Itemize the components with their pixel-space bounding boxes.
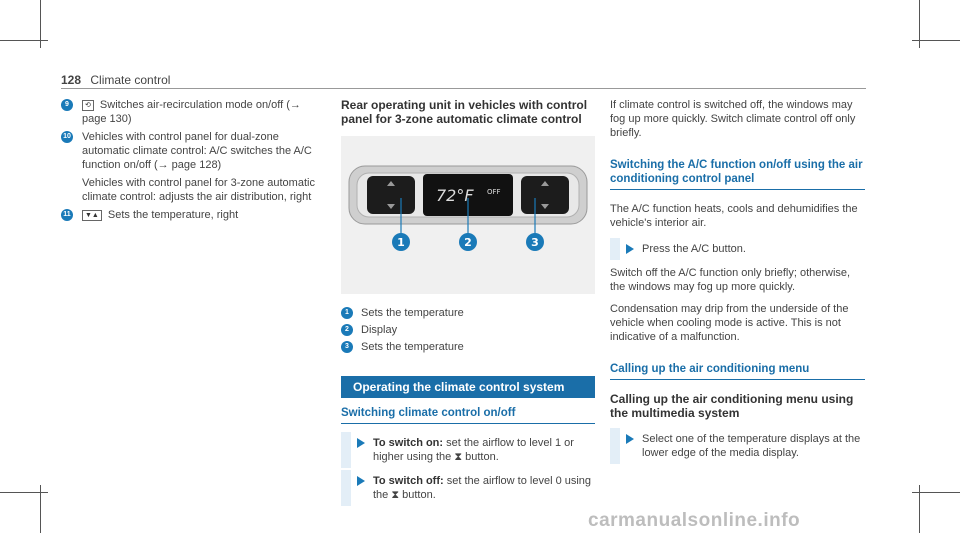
list-item: 10 Vehicles with control panel for dual-… (61, 130, 326, 172)
crop-mark (40, 0, 41, 48)
sub-heading: Switching climate control on/off (341, 406, 595, 424)
paragraph: Condensation may drip from the underside… (610, 303, 849, 343)
control-panel-figure: 72°F OFF 1 2 3 (341, 136, 595, 294)
callout-badge: 9 (61, 99, 73, 111)
legend-item: 2 Display (341, 323, 595, 337)
step-arrow-icon (626, 244, 634, 254)
sub-heading: Switching the A/C function on/off using … (610, 158, 865, 190)
crop-mark (0, 40, 48, 41)
legend-item: 1 Sets the temperature (341, 306, 595, 320)
paragraph: Switch off the A/C function only briefly… (610, 267, 851, 293)
step-arrow-icon (626, 434, 634, 444)
step-label: To switch on: (373, 437, 444, 449)
list-item: 9 ⟲ Switches air-recirculation mode on/o… (61, 98, 326, 126)
item-text: Sets the temperature, right (104, 209, 239, 221)
callout-3: 3 (531, 236, 539, 249)
legend-text: Display (361, 324, 398, 336)
page-header: 128 Climate control (61, 73, 170, 87)
callout-badge: 2 (341, 324, 353, 336)
step-arrow-icon (357, 438, 365, 448)
intro-text: If climate control is switched off, the … (610, 99, 856, 139)
crop-mark (919, 485, 920, 533)
step-text: set the airflow to level 1 or higher usi… (373, 437, 574, 463)
callout-badge: 3 (341, 341, 353, 353)
step-text: set the airflow to level 0 using the ⧗ b… (373, 475, 592, 501)
panel-mode: OFF (487, 188, 501, 196)
section-heading: Calling up the air conditioning menu usi… (610, 392, 854, 420)
watermark: carmanualsonline.info (588, 510, 801, 531)
item-text: Vehicles with control panel for 3-zone a… (82, 177, 315, 203)
legend-text: Sets the temperature (361, 307, 464, 319)
step-band (610, 238, 620, 260)
section-bar: Operating the climate control system (341, 376, 595, 398)
step-text: Press the A/C button. (642, 243, 746, 255)
crop-mark (912, 40, 960, 41)
callout-badge: 10 (61, 131, 73, 143)
step-text: Select one of the temperature displays a… (642, 433, 861, 459)
item-text: Vehicles with control panel for dual-zon… (82, 131, 312, 171)
list-item: Vehicles with control panel for 3-zone a… (61, 176, 326, 204)
column-right: If climate control is switched off, the … (610, 98, 865, 470)
legend-text: Sets the temperature (361, 341, 464, 353)
column-left: 9 ⟲ Switches air-recirculation mode on/o… (61, 98, 326, 226)
page-number: 128 (61, 73, 82, 87)
step-band (610, 428, 620, 464)
step-band (341, 470, 351, 506)
instruction-step: To switch off: set the airflow to level … (341, 470, 595, 506)
rear-control-panel-illustration: 72°F OFF 1 2 3 (348, 165, 588, 251)
instruction-step: To switch on: set the airflow to level 1… (341, 432, 595, 468)
crop-mark (919, 0, 920, 48)
step-arrow-icon (357, 476, 365, 486)
section-heading: Rear operating unit in vehicles with con… (341, 98, 588, 126)
item-text: Switches air-recirculation mode on/off (… (82, 99, 301, 125)
instruction-step: Select one of the temperature displays a… (610, 428, 865, 464)
callout-badge: 1 (341, 307, 353, 319)
step-label: To switch off: (373, 475, 444, 487)
callout-badge: 11 (61, 209, 73, 221)
recirculation-icon: ⟲ (82, 100, 94, 111)
crop-mark (0, 492, 48, 493)
temperature-arrows-icon: ▼▲ (82, 210, 102, 221)
section-title: Climate control (90, 73, 171, 87)
instruction-step: Press the A/C button. (610, 238, 865, 260)
sub-heading: Calling up the air conditioning menu (610, 362, 865, 380)
crop-mark (912, 492, 960, 493)
callout-1: 1 (397, 236, 405, 249)
crop-mark (40, 485, 41, 533)
column-middle: Rear operating unit in vehicles with con… (341, 98, 595, 512)
header-divider (61, 88, 866, 89)
paragraph: The A/C function heats, cools and dehumi… (610, 203, 858, 229)
step-band (341, 432, 351, 468)
callout-2: 2 (464, 236, 472, 249)
list-item: 11 ▼▲ Sets the temperature, right (61, 208, 326, 222)
legend-item: 3 Sets the temperature (341, 340, 595, 354)
panel-temp: 72°F (436, 186, 474, 205)
